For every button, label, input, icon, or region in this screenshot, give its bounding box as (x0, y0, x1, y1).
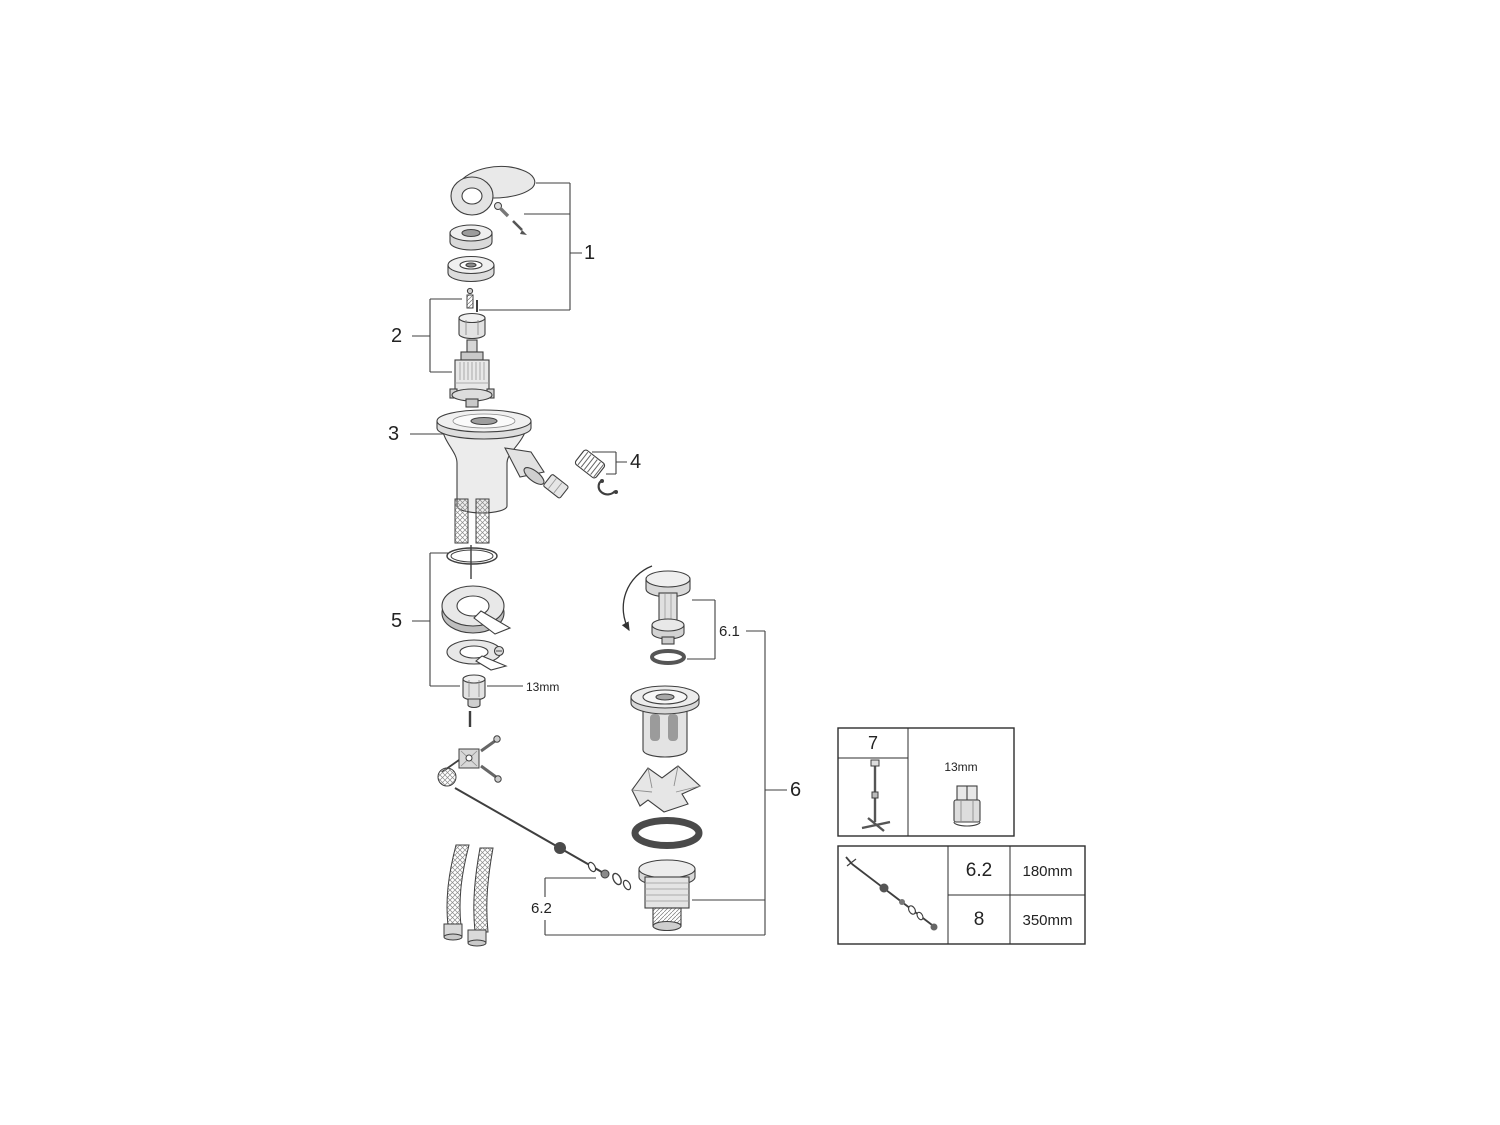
rod-box (837, 845, 1086, 945)
callout-label-6: 6 (790, 779, 802, 801)
drain-clamp (631, 765, 701, 813)
drain-o-ring-small (650, 649, 686, 665)
tool-box-socket-size: 13mm (944, 760, 978, 774)
lever-handle (450, 165, 536, 216)
faucet-body (436, 409, 545, 514)
callout-label-4: 4 (630, 451, 642, 473)
tool-box (837, 727, 1015, 837)
pivot-assembly (437, 735, 502, 787)
rotation-arrow (621, 565, 653, 632)
drain-tailpiece (638, 859, 696, 932)
mounting-bracket (441, 585, 512, 635)
tool-box-part-number: 7 (867, 733, 878, 753)
mounting-nut (462, 674, 486, 709)
callout-label-5: 5 (391, 610, 403, 632)
handle-screw (494, 202, 527, 235)
rod-row2-length: 350mm (1022, 912, 1073, 929)
cartridge-nut (458, 312, 486, 340)
rod-row1-length: 180mm (1022, 863, 1073, 880)
spout-aerator (543, 474, 569, 499)
callout-lines (410, 182, 787, 936)
o-ring (446, 547, 498, 565)
spring (574, 449, 606, 479)
rod-row2-part: 8 (973, 909, 985, 930)
drain-o-ring-large (631, 817, 703, 849)
cartridge (449, 339, 495, 408)
mounting-washer (446, 639, 508, 671)
callout-label-2: 2 (391, 325, 403, 347)
socket-13mm (953, 785, 981, 827)
base-ring (447, 255, 495, 283)
wrench-size-label: 13mm (526, 680, 560, 694)
callout-label-6-1: 6.1 (719, 623, 740, 640)
connection-hose-tails (454, 498, 490, 579)
callout-label-1: 1 (584, 242, 596, 264)
mounting-tool-key (861, 759, 891, 832)
cartridge-screws (466, 287, 478, 312)
callout-label-6-2: 6.2 (531, 900, 552, 917)
rod-box-rod (845, 856, 938, 931)
callout-label-3: 3 (388, 423, 400, 445)
escutcheon-cap (449, 224, 493, 251)
drain-plug (645, 570, 691, 645)
retaining-clip (597, 479, 618, 496)
drain-flange (630, 685, 700, 758)
pull-rod (454, 787, 632, 891)
rod-row1-part: 6.2 (965, 860, 993, 881)
supply-hoses (443, 844, 494, 947)
